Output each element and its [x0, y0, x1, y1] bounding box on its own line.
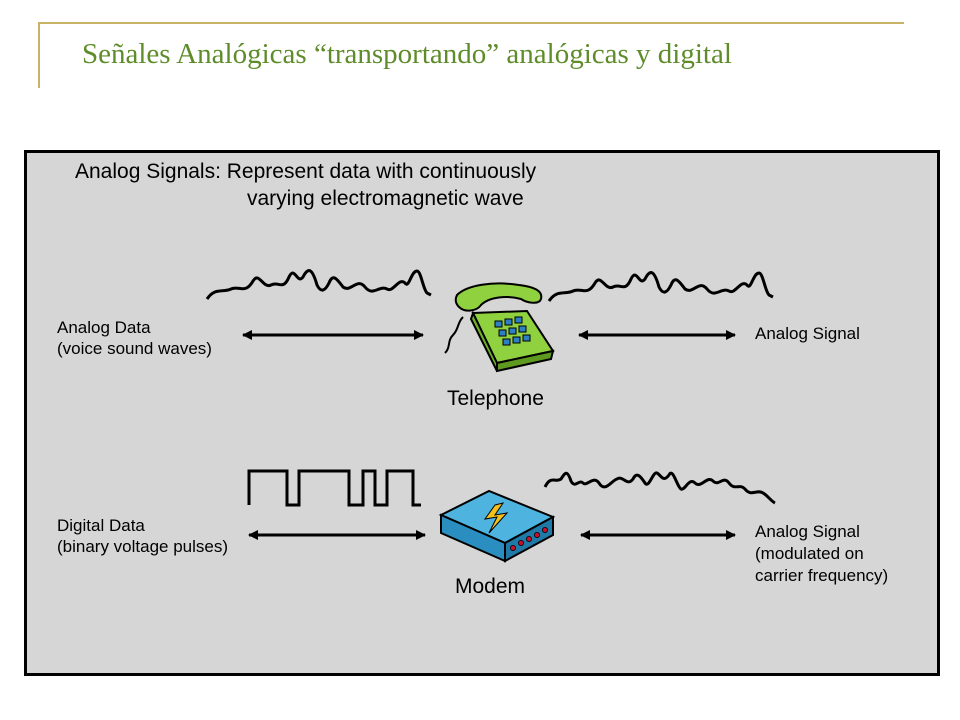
digital-data-sublabel: (binary voltage pulses): [57, 537, 229, 556]
voice-wave-left: [205, 269, 432, 300]
modem-label: Modem: [455, 575, 526, 598]
title-accent-line-horizontal: [38, 22, 904, 24]
analog-signal-label-row1: Analog Signal: [755, 324, 860, 343]
slide-title: Señales Analógicas “transportando” analó…: [82, 38, 732, 70]
diagram-heading-line1: Analog Signals: Represent data with cont…: [75, 160, 537, 183]
telephone-icon: [444, 282, 555, 373]
telephone-label: Telephone: [447, 387, 544, 410]
digital-data-label: Digital Data: [57, 516, 145, 535]
modem-icon: [438, 489, 556, 563]
analog-signal-label-row2: Analog Signal: [755, 522, 860, 541]
analog-data-label: Analog Data: [57, 318, 151, 337]
modulated-carrier-wave: [543, 471, 776, 505]
voice-wave-right: [547, 271, 774, 302]
modulated-on-label: (modulated on: [755, 544, 864, 563]
diagram-heading-line2: varying electromagnetic wave: [247, 187, 524, 210]
analog-data-sublabel: (voice sound waves): [57, 339, 212, 358]
title-accent-line-vertical: [38, 22, 40, 88]
carrier-frequency-label: carrier frequency): [755, 566, 889, 585]
analog-signals-diagram: Analog Signals: Represent data with cont…: [24, 150, 940, 676]
binary-pulse-wave: [247, 469, 421, 507]
